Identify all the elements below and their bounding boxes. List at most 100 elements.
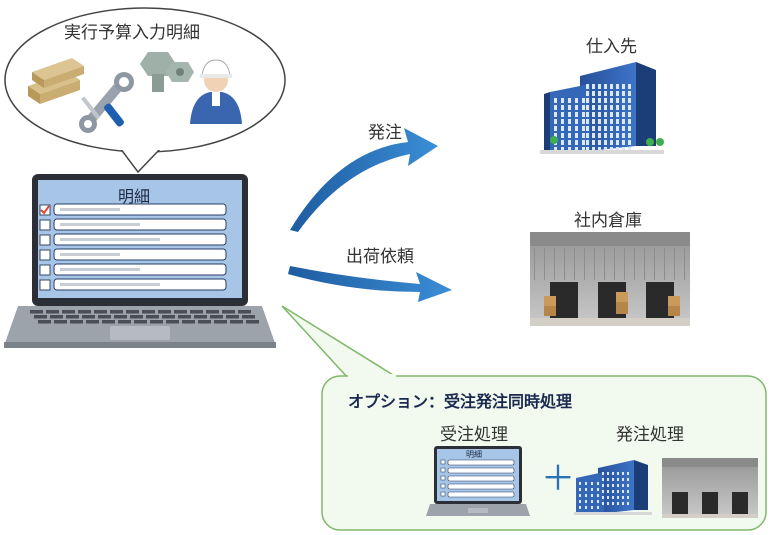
keyboard-key [190,310,203,314]
building-window [602,502,604,505]
building-window [616,147,619,152]
siding-line [634,248,635,280]
keyboard-key [158,310,171,314]
building-window [585,500,587,503]
building-window [616,112,619,117]
flow-label-order: 発注 [368,123,402,143]
building-window [616,140,619,145]
building-window [616,105,619,110]
arrow-order [290,128,438,232]
building-window [575,133,578,138]
building-window [622,502,624,505]
building-window [568,126,571,131]
building-window [622,84,625,89]
keyboard-key [82,315,95,319]
row-text-placeholder [60,223,140,226]
building-window [604,98,607,103]
keyboard-key [142,310,155,314]
siding-line [554,248,555,280]
building-window [602,472,604,475]
building-window [622,119,625,124]
building-window [568,147,571,152]
building-window [604,140,607,145]
keyboard-key [110,310,123,314]
keyboard-key [50,315,63,319]
laptop-screen-title: 明細 [118,187,151,206]
worker-icon [190,59,242,124]
keyboard-key [198,320,211,324]
building-window [607,496,609,499]
building-window [622,133,625,138]
keyboard-key [98,315,111,319]
building-window [598,91,601,96]
building-window [554,112,557,117]
building-window [612,490,614,493]
building-window [585,488,587,491]
building-window [592,91,595,96]
callout-wedge [281,305,401,379]
building-window [602,484,604,487]
building-window [617,484,619,487]
mini-row-checkbox [440,483,446,489]
building-window [561,133,564,138]
mini-row-checkbox [440,491,446,497]
mini-table-row [447,459,515,466]
building-window [617,478,619,481]
keyboard-key [238,310,251,314]
building-window [610,84,613,89]
building-window [585,506,587,509]
keyboard-key [62,310,75,314]
building-window [592,119,595,124]
building-window [622,140,625,145]
building-window [602,478,604,481]
building-window [622,91,625,96]
building-window [561,98,564,103]
row-text-placeholder [60,208,120,211]
option-left-label: 受注処理 [440,425,508,445]
building-window [575,147,578,152]
siding-line [664,248,665,280]
keyboard-key [178,315,191,319]
keyboard-key [162,315,175,319]
keyboard-key [214,320,227,324]
building-window [597,488,599,491]
keyboard-key [86,320,99,324]
building-window [598,112,601,117]
mini-row-checkbox [440,459,446,465]
keyboard-key [222,310,235,314]
building-window [604,133,607,138]
keyboard-key [166,320,179,324]
building-window [616,119,619,124]
building-window [591,482,593,485]
row-checkbox [39,279,51,291]
building-window [607,484,609,487]
keyboard-key [70,320,83,324]
building-window [612,472,614,475]
building-window [610,91,613,96]
building-window [598,119,601,124]
building-window [568,105,571,110]
keyboard-key [130,315,143,319]
building-window [579,482,581,485]
keyboard-key [194,315,207,319]
building-window [604,147,607,152]
building-window [597,494,599,497]
building-window [586,91,589,96]
keyboard-key [134,320,147,324]
mini-table-row [447,475,515,482]
building-window [586,84,589,89]
siding-line [584,248,585,280]
warehouse-label: 社内倉庫 [574,211,642,231]
mini-laptop [426,446,530,516]
siding-line [544,248,545,280]
row-checkbox [39,249,51,261]
building-window [579,488,581,491]
building-window [628,147,631,152]
option-right-label: 発注処理 [616,425,684,445]
building-window [586,126,589,131]
warehouse-icon [530,232,690,326]
keyboard-key [242,315,255,319]
building-window [598,84,601,89]
building-window [592,147,595,152]
